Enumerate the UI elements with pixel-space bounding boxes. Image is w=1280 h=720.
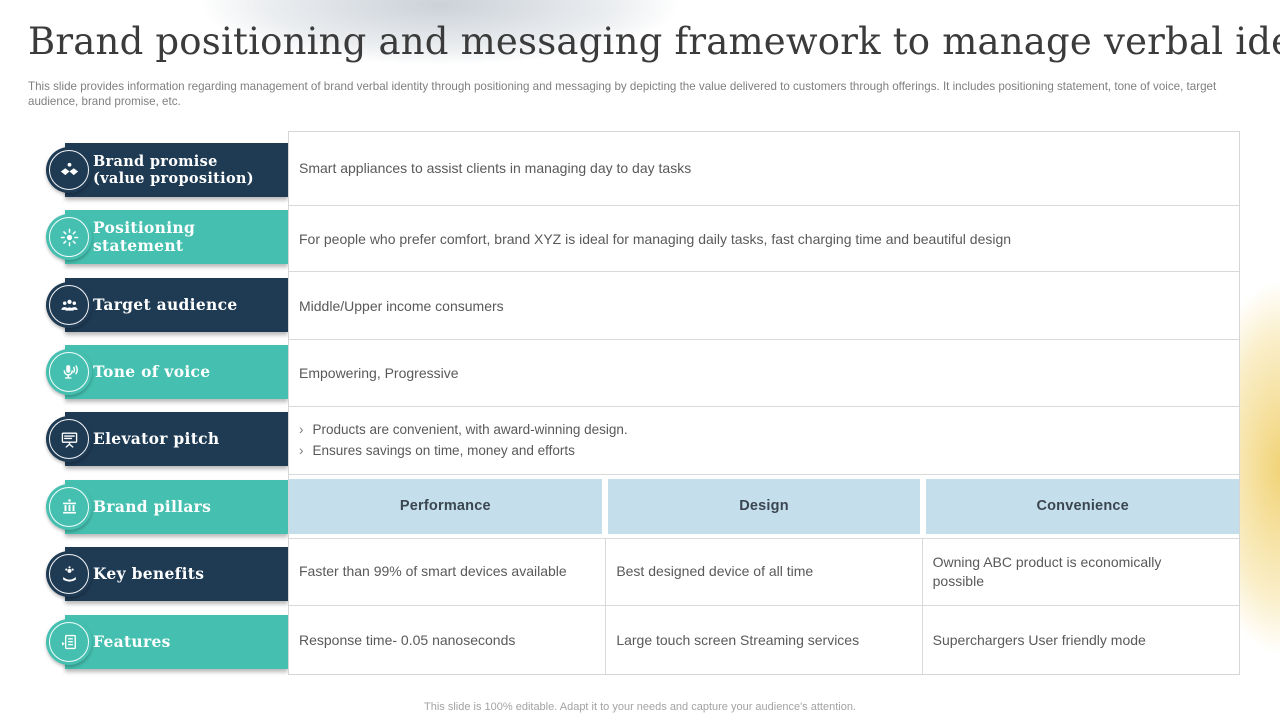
sidebar-item-tone-of-voice: Tone of voice	[46, 345, 288, 399]
sidebar-item-label: Tone of voice	[93, 361, 211, 381]
row-elevator-pitch-value: › Products are convenient, with award-wi…	[289, 405, 1239, 474]
handshake-icon	[46, 147, 92, 193]
table-cell: Large touch screen Streaming services	[605, 606, 921, 675]
sidebar-item-target-audience: Target audience	[46, 278, 288, 332]
row-brand-promise-value: Smart appliances to assist clients in ma…	[299, 160, 692, 177]
sidebar-item-key-benefits: Key benefits	[46, 547, 288, 601]
table-header-row: Performance Design Convenience	[289, 473, 1240, 538]
bullet-item: › Products are convenient, with award-wi…	[299, 421, 628, 439]
sidebar-item-label: Brand promise (value proposition)	[93, 152, 254, 187]
table-row-key-benefits: Faster than 99% of smart devices availab…	[289, 537, 1239, 606]
sidebar-item-label: Elevator pitch	[93, 428, 220, 448]
bullet-item: › Ensures savings on time, money and eff…	[299, 442, 575, 460]
presentation-screen-icon	[46, 416, 92, 462]
table-cell: Owning ABC product is economically possi…	[921, 538, 1239, 606]
table-cell: Superchargers User friendly mode	[921, 606, 1239, 675]
sidebar-item-positioning-statement: Positioning statement	[46, 210, 288, 264]
table-header-performance: Performance	[289, 478, 602, 534]
chevron-bullet-icon: ›	[299, 421, 304, 437]
hand-gift-icon	[46, 551, 92, 597]
table-cell: Faster than 99% of smart devices availab…	[299, 563, 567, 580]
chevron-bullet-icon: ›	[299, 442, 304, 458]
audience-icon	[46, 282, 92, 328]
sidebar-item-label: Key benefits	[93, 563, 205, 583]
row-target-audience-value: Middle/Upper income consumers	[289, 271, 1239, 339]
sidebar-item-elevator-pitch: Elevator pitch	[46, 412, 288, 466]
sidebar-item-label: Target audience	[93, 294, 238, 314]
sidebar-item-brand-promise: Brand promise (value proposition)	[46, 143, 288, 197]
sidebar-item-brand-pillars: Brand pillars	[46, 480, 288, 534]
table-cell: Response time- 0.05 nanoseconds	[299, 631, 516, 648]
page-title: Brand positioning and messaging framewor…	[28, 20, 1280, 63]
idea-burst-icon	[46, 214, 92, 260]
pillars-icon	[46, 484, 92, 530]
table-header-design: Design	[607, 478, 921, 534]
sidebar-item-label: Brand pillars	[93, 496, 212, 516]
microphone-icon	[46, 349, 92, 395]
sidebar-item-label: Positioning statement	[93, 217, 196, 255]
content-panel: Smart appliances to assist clients in ma…	[288, 131, 1240, 675]
sidebar-item-label: Features	[93, 631, 171, 651]
footer-note: This slide is 100% editable. Adapt it to…	[424, 701, 856, 713]
slide-description: This slide provides information regardin…	[28, 80, 1217, 109]
row-tone-of-voice-value: Empowering, Progressive	[289, 339, 1239, 406]
feature-list-icon	[46, 619, 92, 665]
table-row-features: Response time- 0.05 nanoseconds Large to…	[289, 605, 1239, 675]
table-cell: Best designed device of all time	[605, 538, 921, 606]
row-positioning-statement-value: For people who prefer comfort, brand XYZ…	[289, 204, 1239, 272]
sidebar-item-features: Features	[46, 615, 288, 669]
table-header-convenience: Convenience	[926, 478, 1240, 534]
